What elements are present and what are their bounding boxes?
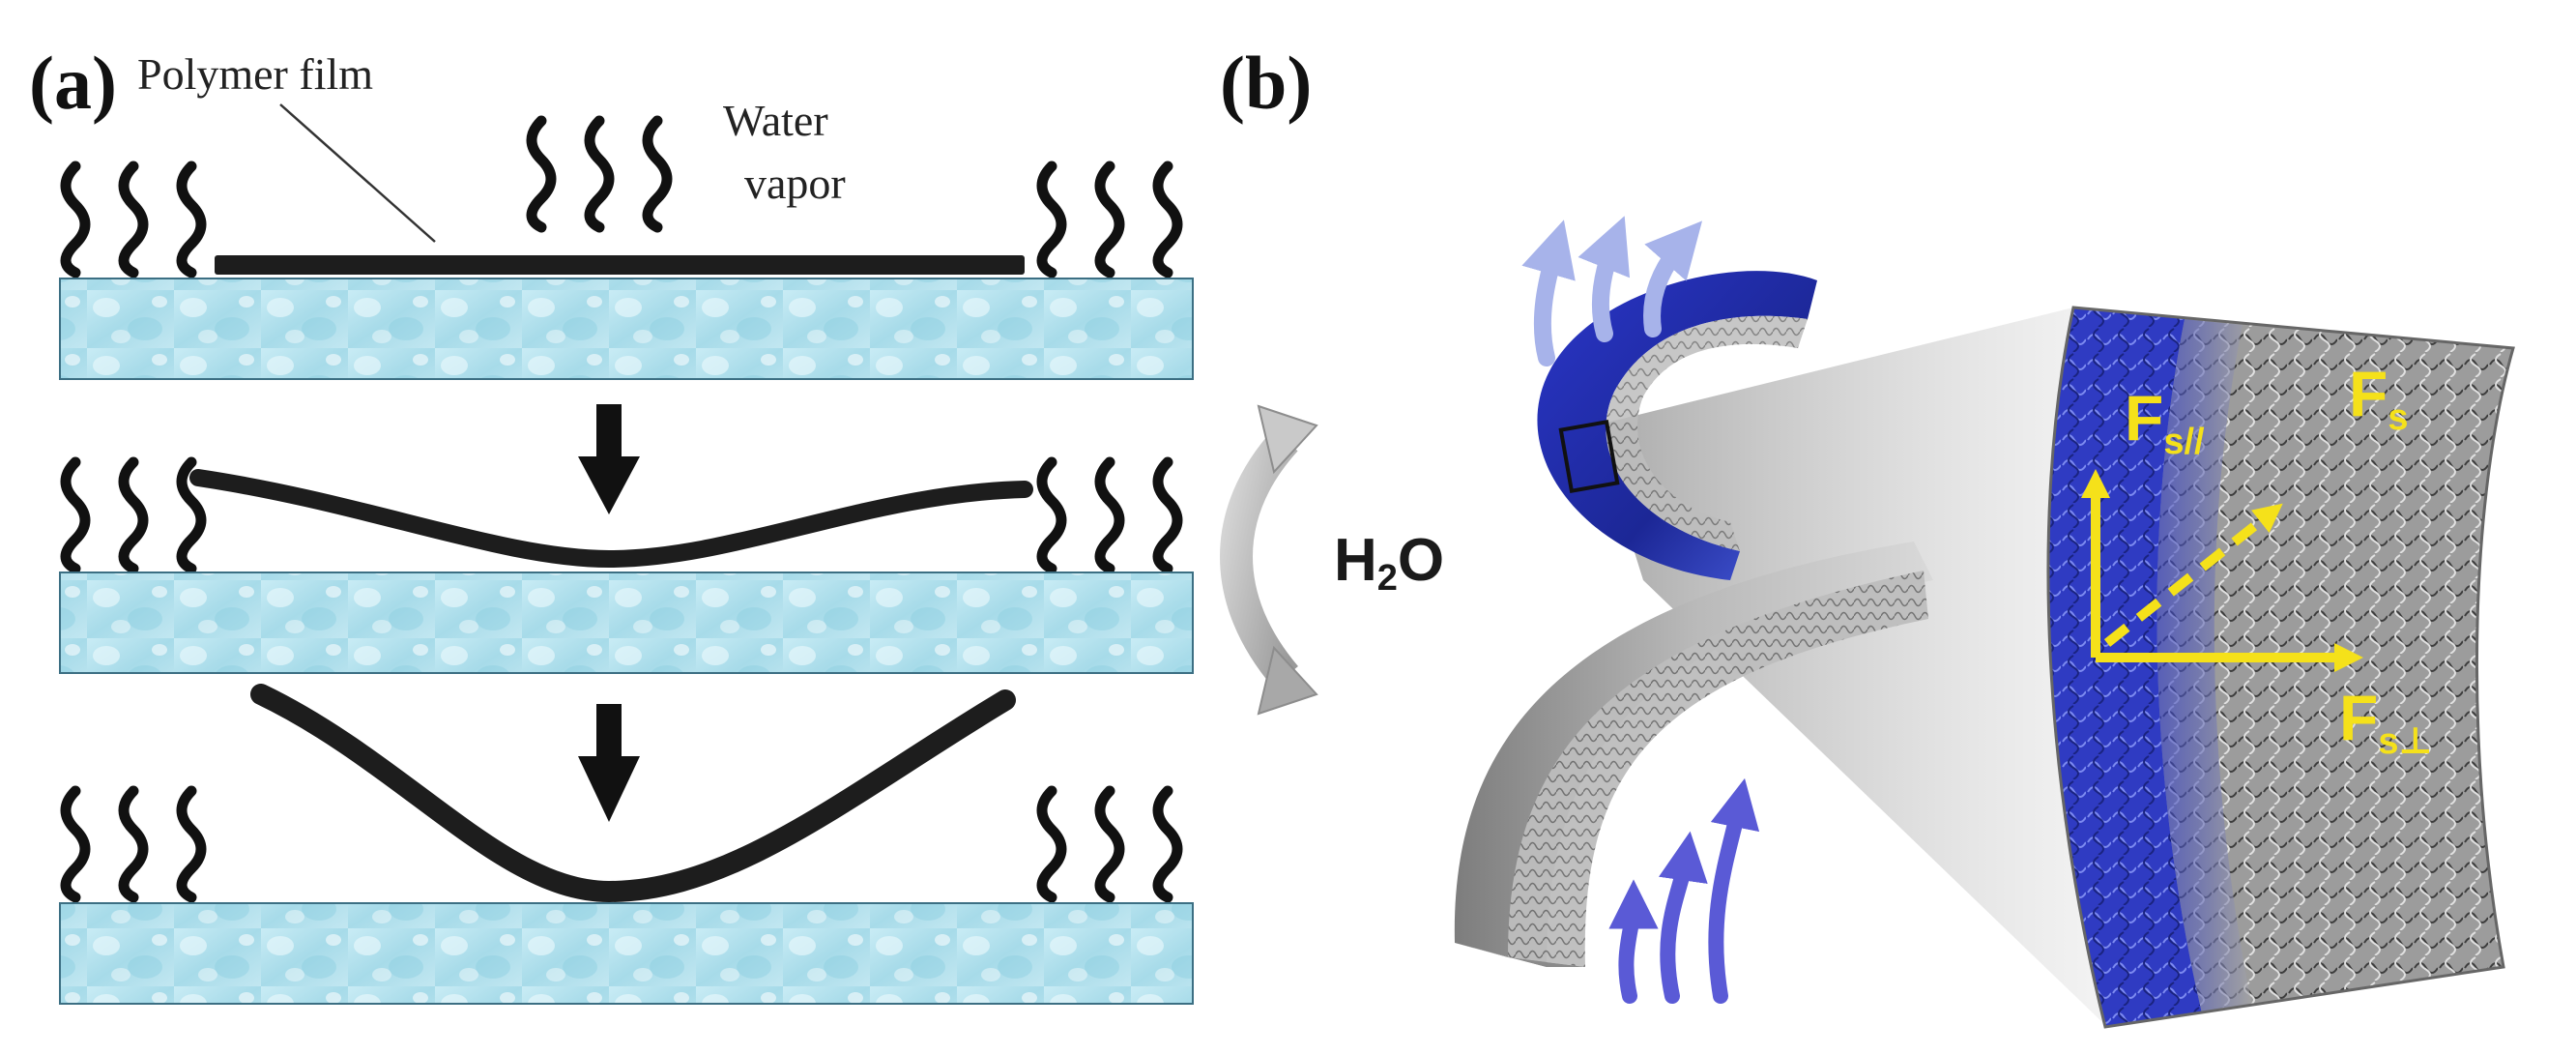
vapor-escape-arrows bbox=[1521, 216, 1703, 366]
water-substrate-2-border bbox=[59, 571, 1194, 674]
h2o-H: H bbox=[1334, 527, 1377, 594]
down-arrow-2 bbox=[578, 704, 640, 822]
vapor-waves-left-1 bbox=[60, 161, 207, 278]
panel-a: (a) Polymer film Water vapor bbox=[29, 41, 1194, 1005]
blue-curled-film bbox=[1537, 271, 1817, 580]
water-substrate-3-border bbox=[59, 902, 1194, 1005]
down-arrow-1 bbox=[578, 404, 640, 514]
h2o-subscript: 2 bbox=[1377, 558, 1398, 599]
water-vapor-label-line2: vapor bbox=[744, 159, 846, 208]
water-substrate-2 bbox=[60, 572, 1193, 673]
h2o-label: H2O bbox=[1334, 527, 1444, 599]
vapor-waves-right-2 bbox=[1036, 456, 1183, 574]
grey-arch-substrate bbox=[1454, 542, 1933, 967]
polymer-film-flat bbox=[215, 255, 1025, 275]
panel-a-label: (a) bbox=[29, 41, 117, 125]
vapor-waves-right-1 bbox=[1036, 161, 1183, 278]
water-substrate-1-border bbox=[59, 278, 1194, 380]
force-resultant-arrow bbox=[2103, 503, 2283, 647]
polymer-film-strong-curve bbox=[250, 684, 1016, 903]
h2o-O: O bbox=[1398, 527, 1444, 594]
panel-b: (b) H2O bbox=[1220, 41, 2515, 1029]
water-substrate-3 bbox=[60, 903, 1193, 1004]
vapor-waves-top-1 bbox=[526, 115, 673, 233]
reversible-cycle-arrow-icon bbox=[1220, 404, 1318, 716]
vapor-waves-left-3 bbox=[60, 785, 207, 903]
water-vapor-rising-arrows bbox=[1608, 777, 1760, 1004]
force-total-label: Fs bbox=[2349, 358, 2408, 438]
panel-b-label: (b) bbox=[1220, 41, 1312, 125]
film-leader-line bbox=[279, 103, 436, 243]
zoom-beam bbox=[1595, 308, 2105, 1025]
vapor-waves-left-2 bbox=[60, 456, 207, 574]
water-substrate-1 bbox=[60, 278, 1193, 379]
magnified-film-section bbox=[2046, 306, 2515, 1029]
vapor-waves-right-3 bbox=[1036, 785, 1183, 903]
polymer-film-slight-curve bbox=[189, 469, 1033, 569]
force-parallel-label: Fs// bbox=[2125, 382, 2205, 462]
polymer-film-label: Polymer film bbox=[137, 49, 373, 99]
water-vapor-label-line1: Water bbox=[723, 96, 828, 145]
force-vectors bbox=[2081, 469, 2363, 672]
force-perpendicular-label: Fs⊥ bbox=[2339, 682, 2432, 762]
zoom-region-box bbox=[1558, 420, 1620, 493]
